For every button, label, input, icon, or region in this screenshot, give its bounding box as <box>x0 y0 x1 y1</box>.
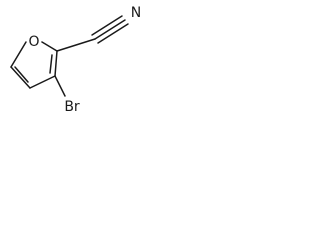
bond-o1-c2 <box>41 41 58 52</box>
structure-diagram: O N Br <box>0 0 144 124</box>
bond-c2-cn <box>56 38 96 52</box>
bond-cn-triple-b <box>91 15 123 36</box>
bond-cn-triple-c <box>97 23 129 44</box>
bond-c3-br <box>54 75 66 97</box>
oxygen-atom-label: O <box>28 34 39 50</box>
bond-cn-triple-a <box>94 19 126 40</box>
nitrogen-atom-label: N <box>131 5 141 21</box>
bond-c5-o1 <box>10 41 27 68</box>
bond-c2-c3-double <box>49 54 53 74</box>
bond-c4-c5-double <box>14 66 29 83</box>
bond-c3-c4 <box>29 75 56 89</box>
bond-c4-c5 <box>10 66 31 89</box>
bond-c2-c3 <box>54 50 58 77</box>
bromine-atom-label: Br <box>64 99 80 115</box>
molecule-drawing: O N Br <box>10 5 141 115</box>
